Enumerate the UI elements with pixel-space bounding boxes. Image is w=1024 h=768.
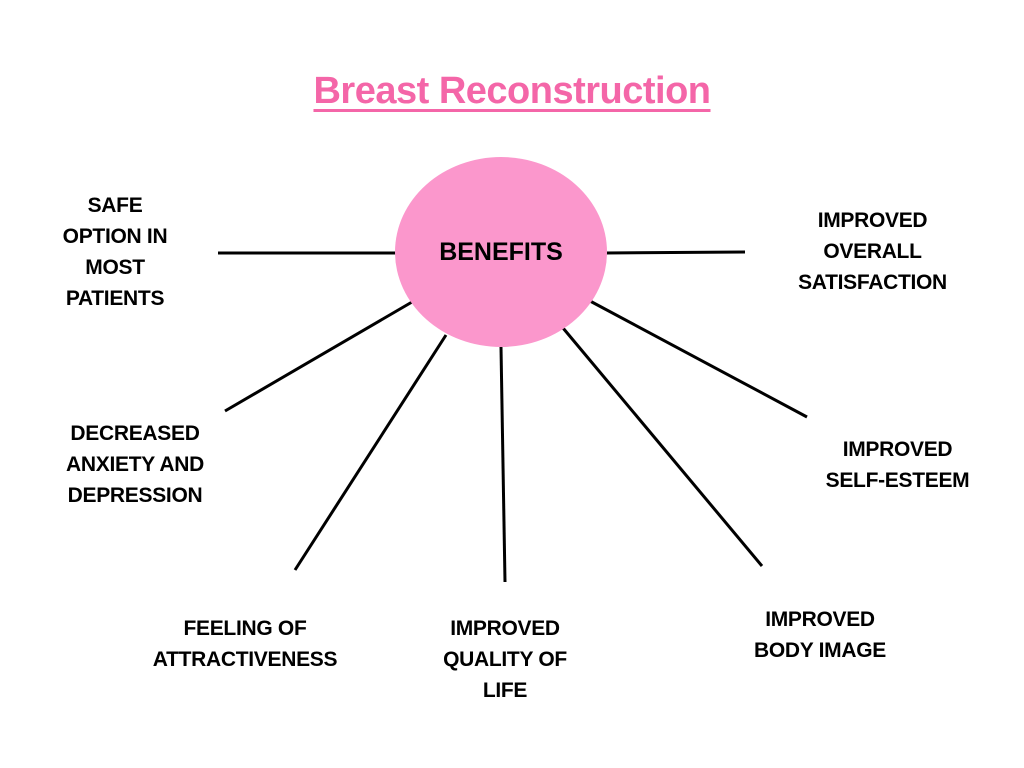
- connector-attract: [293, 334, 448, 571]
- benefit-body-image: IMPROVED BODY IMAGE: [754, 608, 886, 662]
- benefit-safe-option: SAFE OPTION IN MOST PATIENTS: [62, 194, 168, 310]
- connector-body: [561, 327, 764, 567]
- page-title: Breast Reconstruction: [313, 70, 711, 112]
- benefits-hub: BENEFITS: [395, 157, 607, 347]
- connector-overall: [604, 250, 746, 255]
- connector-quality: [499, 346, 507, 583]
- connector-anxiety: [224, 300, 413, 413]
- benefit-self-esteem: IMPROVED SELF-ESTEEM: [825, 438, 970, 492]
- benefit-overall-satisfaction: IMPROVED OVERALL SATISFACTION: [798, 209, 947, 294]
- connector-esteem: [589, 299, 808, 419]
- benefit-decreased-anxiety: DECREASED ANXIETY AND DEPRESSION: [66, 422, 204, 507]
- benefit-quality-of-life: IMPROVED QUALITY OF LIFE: [443, 617, 567, 702]
- benefit-attractiveness: FEELING OF ATTRACTIVENESS: [152, 617, 338, 671]
- hub-label: BENEFITS: [439, 237, 563, 266]
